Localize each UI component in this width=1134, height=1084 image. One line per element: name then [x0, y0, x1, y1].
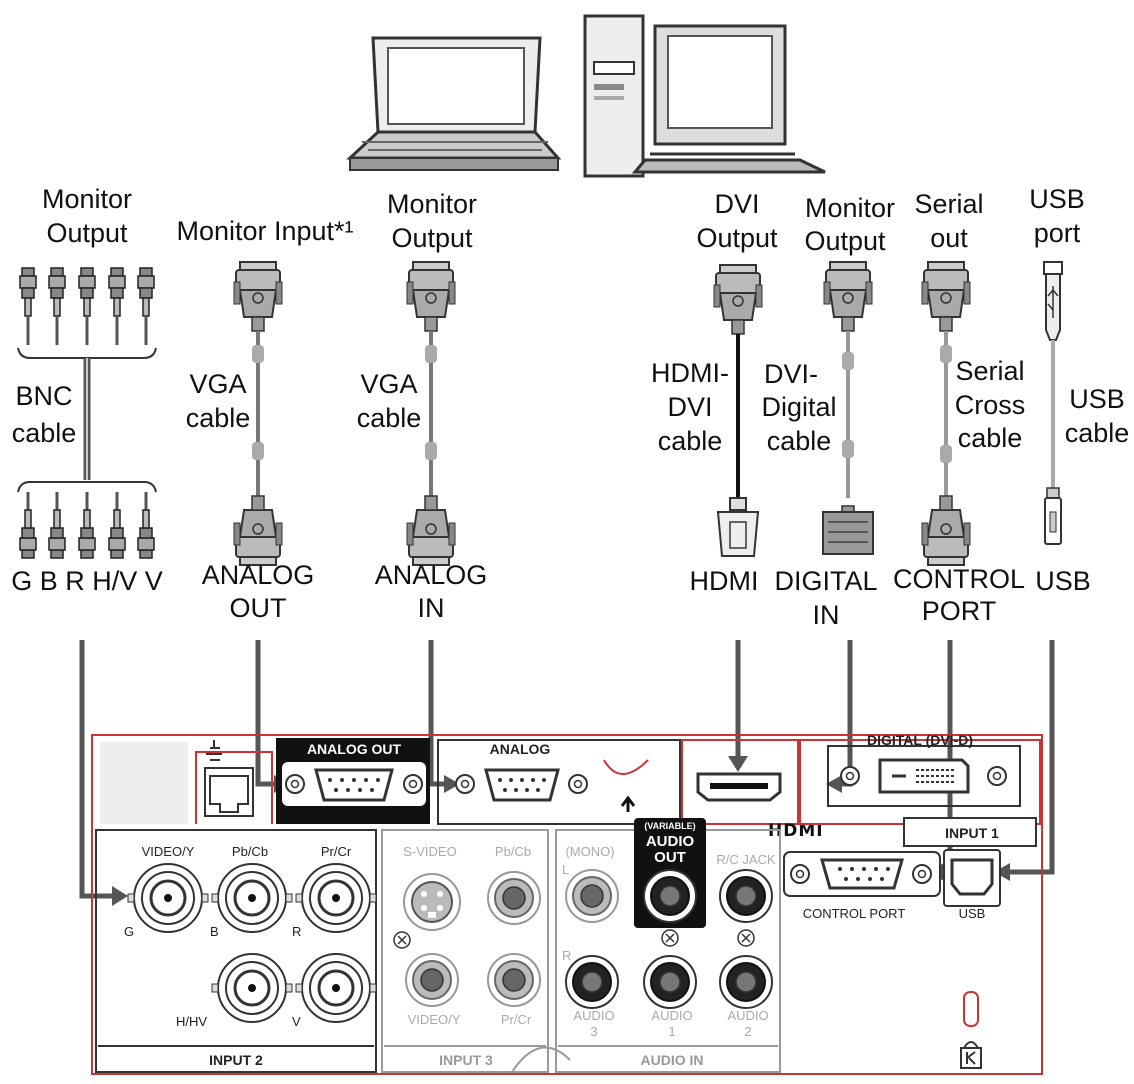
hdmi-port[interactable] [696, 772, 782, 802]
vga-cable-2 [406, 261, 456, 566]
bnc-cable-top [17, 267, 157, 359]
control-port-connector[interactable] [783, 851, 941, 897]
g-label: G [124, 924, 134, 939]
pb-cb-3-label: Pb/Cb [495, 844, 531, 859]
s-video-label: S-VIDEO [403, 844, 456, 859]
l-label: L [562, 862, 569, 877]
panel-input1-label: INPUT 1 [945, 825, 999, 841]
rc-jack[interactable] [719, 869, 773, 923]
v-label: V [292, 1014, 301, 1029]
panel-analog-label: ANALOG [490, 741, 551, 757]
usb-b-port[interactable] [943, 849, 1001, 907]
analog-out-port[interactable] [282, 762, 426, 806]
vga-cable-1 [233, 261, 283, 566]
variable-label: (VARIABLE) [644, 821, 695, 831]
lan-port[interactable] [204, 740, 254, 817]
panel-analog-out-label: ANALOG OUT [307, 741, 402, 757]
rc-jack-label: R/C JACK [716, 852, 776, 867]
bnc-cable-bottom [17, 481, 157, 559]
rca-jack-audio1[interactable] [643, 955, 697, 1009]
panel-digital-label: DIGITAL (DVI-D) [867, 732, 973, 748]
laptop-icon [346, 36, 562, 171]
s-video-port[interactable] [403, 873, 461, 931]
projector-terminal-panel: ANALOG OUT ANALOG HDMI [91, 732, 1043, 1075]
pb-cb-label: Pb/Cb [232, 844, 268, 859]
dvi-port[interactable] [840, 758, 1007, 794]
hdmi-logo: HDMI [768, 821, 824, 841]
pr-cr-3-label: Pr/Cr [501, 1012, 532, 1027]
rca-jack-pb3[interactable] [487, 871, 541, 925]
bnc-jack-b[interactable] [210, 862, 294, 934]
hdmi-terminal-label: HDMI [690, 566, 759, 596]
usb-panel-label: USB [959, 906, 986, 921]
video-y-3-label: VIDEO/Y [408, 1012, 461, 1027]
video-y-label: VIDEO/Y [142, 844, 195, 859]
usb-terminal-label: USB [1035, 566, 1091, 596]
r-audio-label: R [562, 948, 571, 963]
b-label: B [210, 924, 219, 939]
rca-jack-audio2[interactable] [719, 955, 773, 1009]
rca-jack-pr3[interactable] [487, 953, 541, 1007]
rca-jack-audio3-l[interactable] [565, 869, 619, 923]
gbrhv-label: G B R H/V V [11, 566, 163, 596]
dvi-digital-cable [822, 261, 874, 555]
hdmi-dvi-cable [713, 264, 763, 557]
panel-input2-label: INPUT 2 [209, 1052, 263, 1068]
desktop-computer-icon [583, 14, 826, 178]
analog-in-port[interactable] [455, 768, 588, 802]
rca-jack-audio3-r[interactable] [565, 955, 619, 1009]
control-port-panel-label: CONTROL PORT [803, 906, 906, 921]
panel-audio-in-label: AUDIO IN [641, 1052, 704, 1068]
audio-out-jack[interactable] [643, 869, 697, 923]
bnc-jack-hhv[interactable] [210, 952, 294, 1024]
bnc-jack-v[interactable] [294, 952, 378, 1024]
h-hv-label: H/HV [176, 1014, 207, 1029]
kensington-lock-icon [960, 991, 982, 1069]
monitor-input-label: Monitor Input*¹ [176, 216, 353, 246]
pr-cr-label: Pr/Cr [321, 844, 352, 859]
bnc-jack-g[interactable] [126, 862, 210, 934]
rca-jack-video3[interactable] [405, 953, 459, 1007]
panel-input3-label: INPUT 3 [439, 1052, 493, 1068]
usb-cable [1043, 261, 1063, 545]
r-label: R [292, 924, 301, 939]
mono-label: (MONO) [565, 844, 614, 859]
serial-cross-cable [921, 261, 971, 566]
bnc-jack-r[interactable] [294, 862, 378, 934]
